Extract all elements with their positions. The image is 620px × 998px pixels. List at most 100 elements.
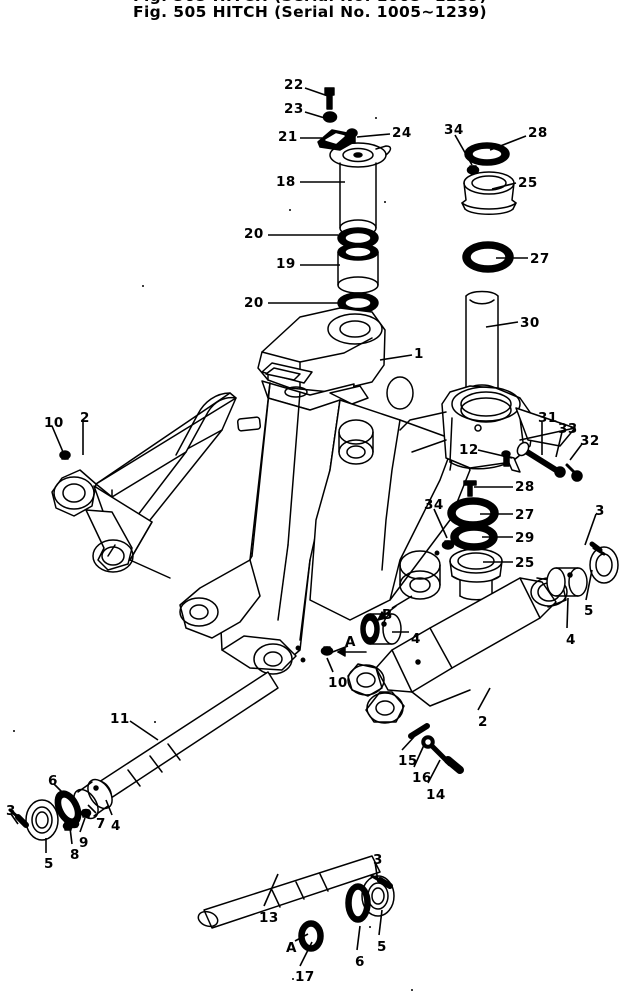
leader-13	[263, 873, 279, 907]
callout-11: 11	[110, 711, 130, 727]
leader-34	[454, 134, 473, 166]
leader-A	[329, 645, 349, 654]
leader-12	[477, 449, 513, 459]
leader-28	[489, 135, 527, 151]
callout-22: 22	[284, 77, 304, 93]
part-12-right-body	[399, 385, 576, 473]
callout-10: 10	[328, 675, 348, 691]
callout-leader-lines	[10, 87, 597, 967]
leader-24	[356, 133, 391, 138]
leader-15	[401, 736, 415, 751]
leader-25	[491, 182, 517, 190]
callout-A: A	[286, 940, 297, 956]
callout-5: 5	[44, 856, 54, 872]
part-5-lower-washer	[361, 875, 395, 917]
callout-24: 24	[392, 125, 412, 141]
part-25-top-bushing	[461, 171, 517, 215]
leader-30	[485, 321, 519, 328]
callout-13: 13	[259, 910, 279, 926]
callout-20: 20	[244, 295, 264, 311]
callout-1: 1	[414, 346, 424, 362]
leader-10	[326, 657, 334, 673]
part-23-nut	[322, 111, 338, 123]
callout-18: 18	[276, 174, 296, 190]
callout-28: 28	[515, 479, 535, 495]
leader-3	[584, 513, 597, 546]
part-31-pin	[516, 441, 559, 473]
part-11-left-rod	[91, 671, 279, 804]
title-cropped-line: Fig. 505 HITCH (Serial No. 1005~1239)	[0, 0, 620, 5]
leader-5	[585, 569, 593, 601]
leader-9	[79, 817, 86, 833]
part-33-washer	[554, 466, 566, 478]
leader-14	[427, 759, 441, 784]
leader-5	[378, 909, 383, 936]
leader-4	[566, 597, 569, 629]
part-30-pivot-pin	[465, 290, 499, 400]
callout-34: 34	[424, 497, 444, 513]
part-3-left-screw	[8, 808, 29, 828]
callout-23: 23	[284, 101, 304, 117]
title-block: Fig. 505 HITCH (Serial No. 1005~1239) Fi…	[0, 0, 620, 26]
part-28-lower-pin	[463, 480, 477, 497]
part-17-snap-ring	[298, 920, 324, 952]
leader-6	[53, 783, 71, 801]
callout-9: 9	[79, 835, 89, 851]
part-14-bolt	[429, 743, 464, 774]
callout-27: 27	[515, 507, 535, 523]
leader-10	[51, 425, 64, 453]
part-18-king-pin	[329, 142, 392, 237]
leader-2	[477, 687, 491, 711]
callout-32: 32	[580, 433, 600, 449]
leader-34	[433, 508, 448, 539]
callout-33: 33	[558, 421, 578, 437]
leader-33	[555, 431, 563, 458]
part-4-center-bushing	[360, 613, 402, 645]
callout-B: B	[382, 607, 393, 623]
callout-6: 6	[48, 773, 58, 789]
callout-34: 34	[444, 122, 464, 138]
part-7-pin	[80, 808, 92, 818]
callout-2: 2	[80, 410, 90, 426]
callout-4: 4	[566, 632, 576, 648]
hitch-right-bosses	[338, 419, 441, 600]
leader-8	[69, 827, 73, 845]
callout-3: 3	[373, 852, 383, 868]
part-28-top-oring	[464, 142, 510, 166]
part-15-key	[408, 723, 430, 739]
callout-16: 16	[412, 770, 432, 786]
callout-5: 5	[377, 939, 387, 955]
callout-7: 7	[96, 816, 106, 832]
callout-6: 6	[355, 954, 365, 970]
callout-27: 27	[530, 251, 550, 267]
callout-3: 3	[6, 803, 16, 819]
leader-B	[391, 595, 413, 609]
part-3-right-screw	[589, 541, 606, 556]
part-29-oring	[450, 523, 498, 551]
leader-3	[374, 861, 379, 883]
part-13-lower-rod	[197, 855, 381, 929]
leader-3	[10, 813, 19, 825]
callout-5: 5	[584, 603, 594, 619]
leader-22	[304, 87, 329, 97]
callout-3: 3	[595, 503, 605, 519]
callout-A: A	[345, 634, 356, 650]
part-6-lower-seal	[345, 883, 371, 923]
callout-31: 31	[538, 410, 558, 426]
page-title: Fig. 505 HITCH (Serial No. 1005~1239)	[132, 3, 488, 21]
part-10-center-pin	[320, 646, 334, 656]
callout-20: 20	[244, 226, 264, 242]
callout-15: 15	[398, 753, 418, 769]
part-27-lower-oring	[447, 497, 499, 529]
callout-19: 19	[276, 256, 296, 272]
leader-1	[379, 354, 413, 361]
part-1-hitch-body	[179, 307, 471, 675]
callout-2: 2	[478, 714, 488, 730]
callout-30: 30	[520, 315, 540, 331]
part-27-upper-oring	[462, 241, 514, 273]
scan-speckles	[13, 117, 413, 991]
leader-23	[304, 111, 329, 120]
callout-25: 25	[515, 555, 535, 571]
callout-25: 25	[518, 175, 538, 191]
